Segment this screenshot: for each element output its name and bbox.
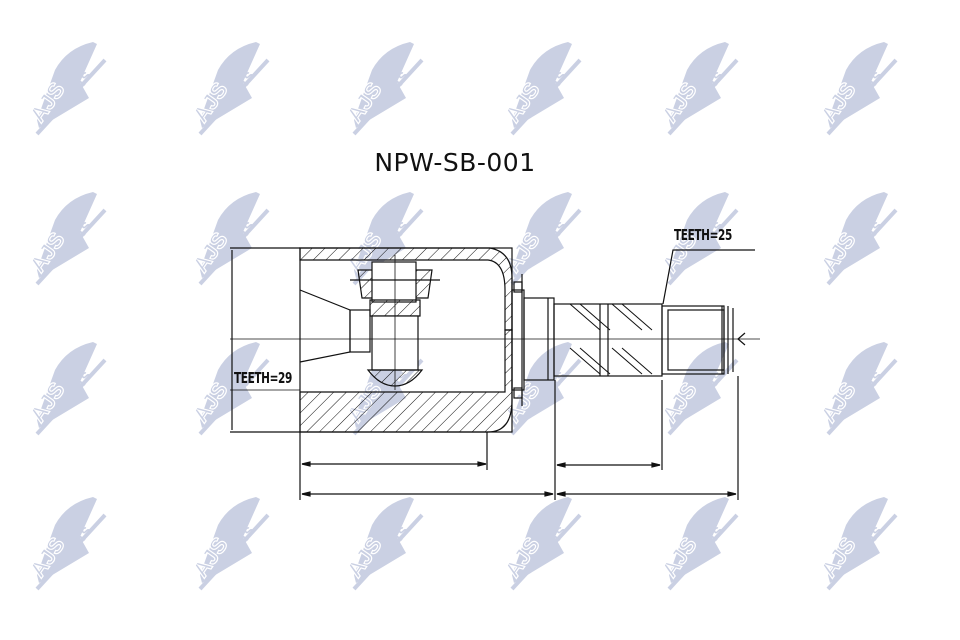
outer-teeth-label: TEETH=29 bbox=[234, 369, 292, 387]
cv-joint-drawing bbox=[230, 247, 760, 500]
part-number-title: NPW-SB-001 bbox=[374, 148, 536, 177]
watermark-grid bbox=[22, 40, 898, 591]
shaft-teeth-label: TEETH=25 bbox=[674, 226, 732, 244]
